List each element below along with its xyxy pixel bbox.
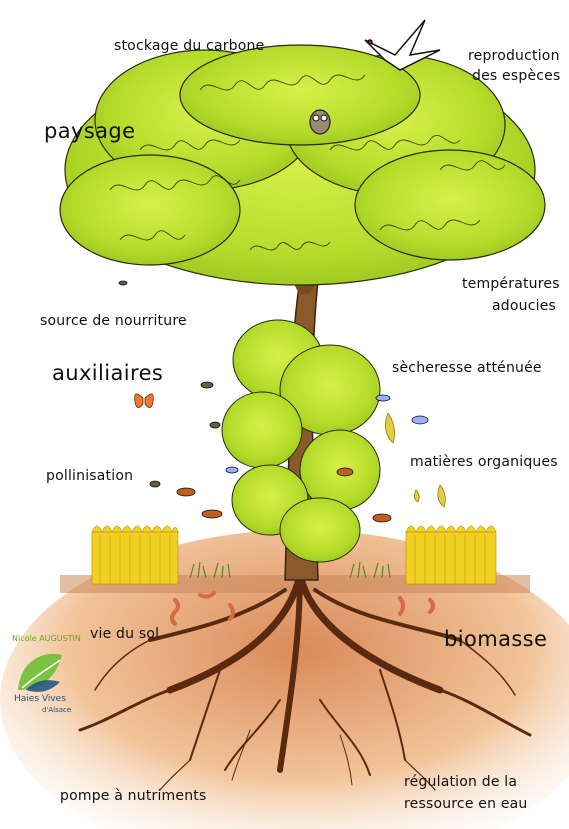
soil-area: [0, 530, 569, 829]
label-reproduction-line2: des espèces: [472, 68, 561, 84]
crown-foliage: [59, 44, 546, 286]
logo-region: d'Alsace: [42, 706, 72, 714]
label-pollination: pollinisation: [46, 468, 134, 484]
falling-leaves: [385, 412, 446, 508]
butterfly-icon: [134, 393, 154, 408]
logo-name: Haies Vives: [14, 694, 66, 704]
label-reproduction-line1: reproduction: [468, 48, 560, 64]
label-landscape: paysage: [44, 119, 136, 143]
label-soil-life: vie du sol: [90, 626, 160, 642]
author-signature: Nicole AUGUSTIN: [12, 634, 81, 643]
wheat-stalk-lines: [99, 535, 486, 584]
grass: [189, 561, 391, 579]
wheat-field-right: [405, 525, 497, 585]
label-water-line2: ressource en eau: [404, 796, 528, 812]
label-food-source: source de nourriture: [40, 313, 187, 329]
bird-icon: [364, 19, 441, 71]
label-carbon-storage: stockage du carbone: [114, 38, 265, 54]
foliage-scribbles: [109, 74, 506, 251]
roots: [78, 571, 532, 791]
label-drought-mitigated: sècheresse atténuée: [392, 360, 542, 376]
logo-leaves: [18, 653, 62, 692]
owl-icon: [309, 109, 331, 135]
wheat-field-left: [91, 525, 179, 585]
label-nutrient-pump: pompe à nutriments: [60, 788, 207, 804]
label-organic-matter: matières organiques: [410, 454, 558, 470]
earthworms: [170, 591, 435, 626]
label-biomass: biomasse: [444, 627, 548, 651]
lower-foliage: [221, 319, 381, 563]
label-temperatures-line2: adoucies: [492, 298, 556, 314]
label-water-line1: régulation de la: [404, 774, 518, 790]
insects: [118, 280, 429, 523]
label-auxiliaries: auxiliaires: [52, 361, 164, 385]
label-temperatures-line1: températures: [462, 276, 560, 292]
